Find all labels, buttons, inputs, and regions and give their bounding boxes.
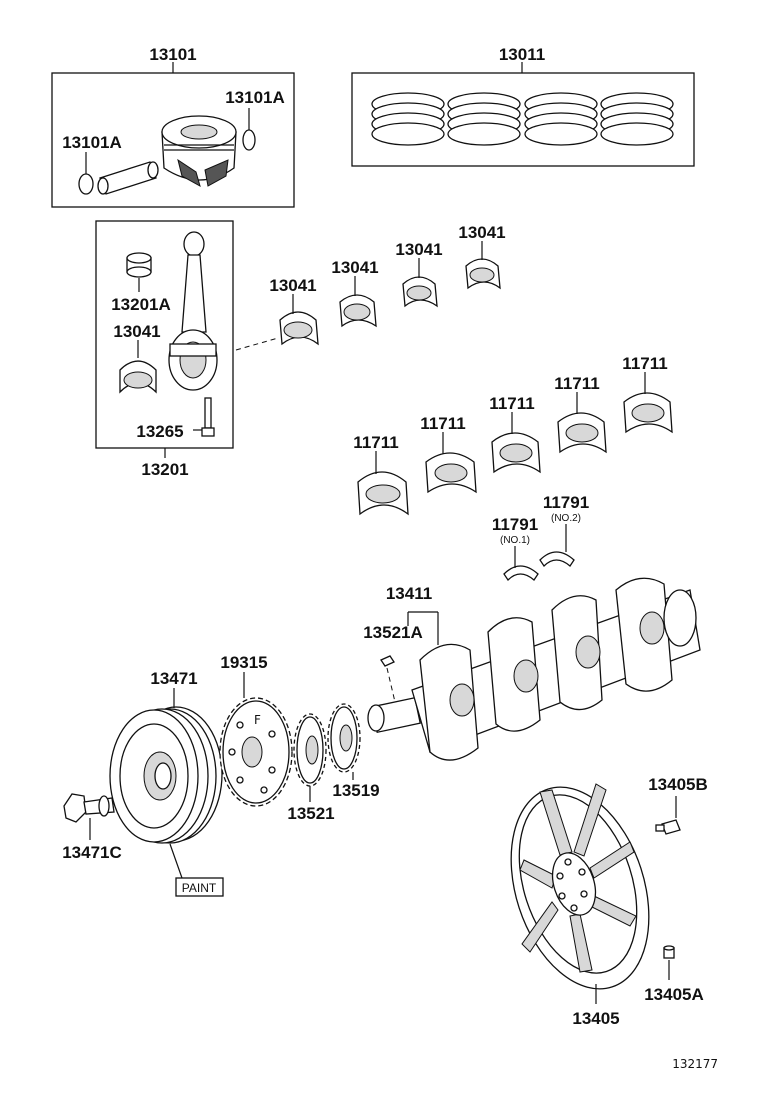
rod-bearing-4 xyxy=(465,258,501,290)
label-13471c: 13471C xyxy=(62,843,122,862)
label-13265: 13265 xyxy=(136,422,183,441)
label-13201: 13201 xyxy=(141,460,188,479)
paint-box xyxy=(175,877,224,897)
label-11711-e: 11711 xyxy=(622,354,667,373)
label-11791-no1: 11791 xyxy=(492,515,538,534)
crank-timing-gear xyxy=(293,713,327,787)
piston-ring-box xyxy=(351,72,695,167)
timing-sprocket: F xyxy=(219,697,293,807)
connecting-rod xyxy=(168,231,218,391)
crankshaft xyxy=(367,577,701,761)
ring-set-2 xyxy=(447,92,521,146)
label-13011: 13011 xyxy=(499,45,545,64)
label-13471: 13471 xyxy=(150,669,197,688)
drive-plate-bolt xyxy=(655,819,681,835)
label-13041-c: 13041 xyxy=(395,240,442,259)
label-13101a-right: 13101A xyxy=(225,88,285,107)
label-13101a-left: 13101A xyxy=(62,133,122,152)
label-no1: (NO.1) xyxy=(500,535,530,546)
left-snap-ring xyxy=(78,173,94,195)
label-13041-a: 13041 xyxy=(269,276,316,295)
label-13519: 13519 xyxy=(332,781,379,800)
label-13405: 13405 xyxy=(572,1009,619,1028)
label-11711-b: 11711 xyxy=(420,414,465,433)
label-11711-d: 11711 xyxy=(554,374,599,393)
piston xyxy=(161,115,237,188)
right-snap-ring xyxy=(242,129,256,151)
crankshaft-pulley xyxy=(109,706,223,844)
drive-plate xyxy=(510,783,650,990)
label-13521a: 13521A xyxy=(363,623,423,642)
thrust-washer-no2 xyxy=(539,551,575,568)
pulley-bolt xyxy=(63,793,115,823)
piston-assembly-group: 13101 13101A 13101A xyxy=(51,45,295,208)
ring-set-3 xyxy=(524,92,598,146)
sprocket-f-mark: F xyxy=(254,713,261,727)
label-paint: PAINT xyxy=(182,881,217,895)
main-bearing-2 xyxy=(425,452,477,494)
oil-pump-drive-gear xyxy=(327,703,361,773)
drive-plate-plug xyxy=(663,945,675,959)
label-13101: 13101 xyxy=(149,45,196,64)
crank-key xyxy=(380,655,395,667)
piston-pin xyxy=(97,161,159,195)
rod-bearing-2 xyxy=(339,294,377,328)
label-13041-d: 13041 xyxy=(458,223,505,242)
rod-bushing xyxy=(126,252,152,278)
main-bearing-1 xyxy=(357,471,409,516)
label-11791-no2: 11791 xyxy=(543,493,589,512)
label-13405b: 13405B xyxy=(648,775,708,794)
label-13041-rod: 13041 xyxy=(113,322,160,341)
crank-key-leader xyxy=(386,667,396,703)
label-19315: 19315 xyxy=(220,653,267,672)
rod-bearing-in-box xyxy=(119,360,157,394)
thrust-washers-group: 11791 (NO.1) 11791 (NO.2) xyxy=(492,493,589,582)
piston-ring-set-group: 13011 xyxy=(351,45,695,167)
connecting-rod-group: 13201A 13041 13265 13201 xyxy=(95,220,234,479)
rod-bearing-3 xyxy=(402,276,438,308)
label-no2: (NO.2) xyxy=(551,513,581,524)
rod-bearing-1 xyxy=(279,311,319,346)
ring-set-1 xyxy=(371,92,445,146)
rod-bearings-group: 13041 13041 13041 13041 xyxy=(269,223,506,346)
thrust-washer-no1 xyxy=(503,565,539,582)
main-bearing-5 xyxy=(623,392,673,434)
label-11711-a: 11711 xyxy=(353,433,398,452)
ring-set-4 xyxy=(600,92,674,146)
label-13521: 13521 xyxy=(287,804,334,823)
label-13405a: 13405A xyxy=(644,985,704,1004)
rod-bearing-leader xyxy=(235,337,279,351)
label-11711-c: 11711 xyxy=(489,394,534,413)
main-bearings-group: 11711 11711 11711 11711 11711 xyxy=(353,354,673,516)
main-bearing-4 xyxy=(557,412,607,454)
label-13041-b: 13041 xyxy=(331,258,378,277)
label-13201a: 13201A xyxy=(111,295,171,314)
main-bearing-3 xyxy=(491,432,541,474)
label-13411: 13411 xyxy=(386,584,432,603)
diagram-reference-number: 132177 xyxy=(672,1057,718,1071)
rod-bolt xyxy=(201,397,215,437)
